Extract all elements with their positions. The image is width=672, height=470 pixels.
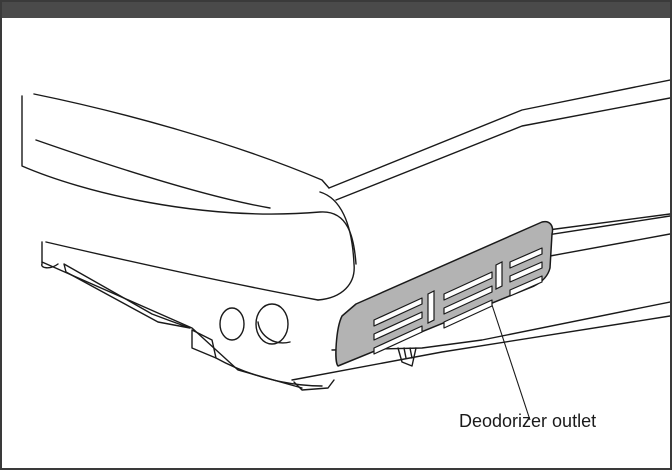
deodorizer-outlet-label: Deodorizer outlet bbox=[459, 411, 597, 431]
lid-front-edge bbox=[21, 95, 357, 265]
bottom-detail bbox=[293, 379, 335, 391]
toilet-seat-line-drawing bbox=[21, 79, 670, 421]
base-foot-lines bbox=[403, 347, 413, 359]
body-bottom-line bbox=[291, 315, 670, 381]
body-side-line-2 bbox=[547, 213, 670, 231]
hinge-left-rim bbox=[41, 241, 59, 269]
lid-top-edge bbox=[33, 93, 330, 189]
hinge-slot bbox=[63, 263, 191, 329]
lid-right-edge bbox=[328, 79, 670, 189]
body-side-line-3 bbox=[549, 233, 670, 257]
base-foot bbox=[397, 347, 417, 367]
hinge-tab bbox=[191, 329, 217, 359]
vent-dividers bbox=[427, 261, 503, 324]
lid-top-highlight bbox=[35, 139, 271, 209]
lid-right-inner-edge bbox=[335, 97, 670, 201]
lid-corner-curve bbox=[317, 191, 355, 301]
seat-upper-edge bbox=[45, 241, 319, 301]
vent-slats bbox=[373, 247, 543, 355]
figure-header-bar bbox=[2, 2, 670, 18]
right-knob-inner bbox=[257, 321, 291, 344]
left-knob bbox=[219, 307, 245, 341]
right-knob-outer bbox=[255, 303, 289, 345]
seat-bottom-curve bbox=[215, 357, 323, 387]
callout-leader-line bbox=[491, 304, 531, 421]
